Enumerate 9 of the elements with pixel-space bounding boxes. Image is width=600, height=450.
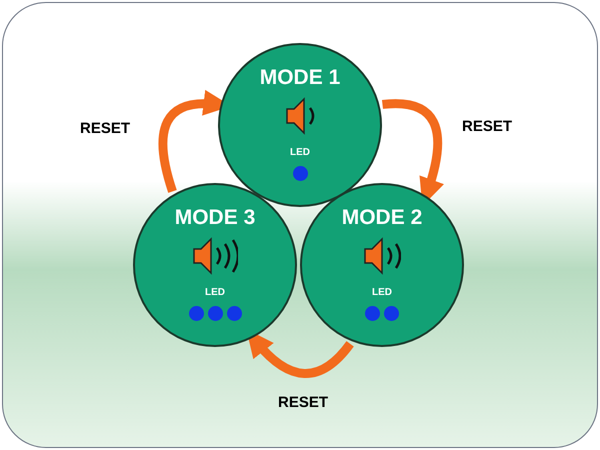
edge-label: RESET [80, 119, 130, 139]
led-label: LED [372, 288, 392, 298]
mode-title: MODE 3 [174, 207, 256, 228]
led-label: LED [290, 148, 310, 158]
edge-label: RESET [278, 393, 328, 413]
mode-title: MODE 1 [260, 67, 340, 88]
led-label: LED [205, 288, 225, 298]
edge-label: RESET [462, 117, 512, 137]
mode-title: MODE 2 [342, 207, 422, 228]
